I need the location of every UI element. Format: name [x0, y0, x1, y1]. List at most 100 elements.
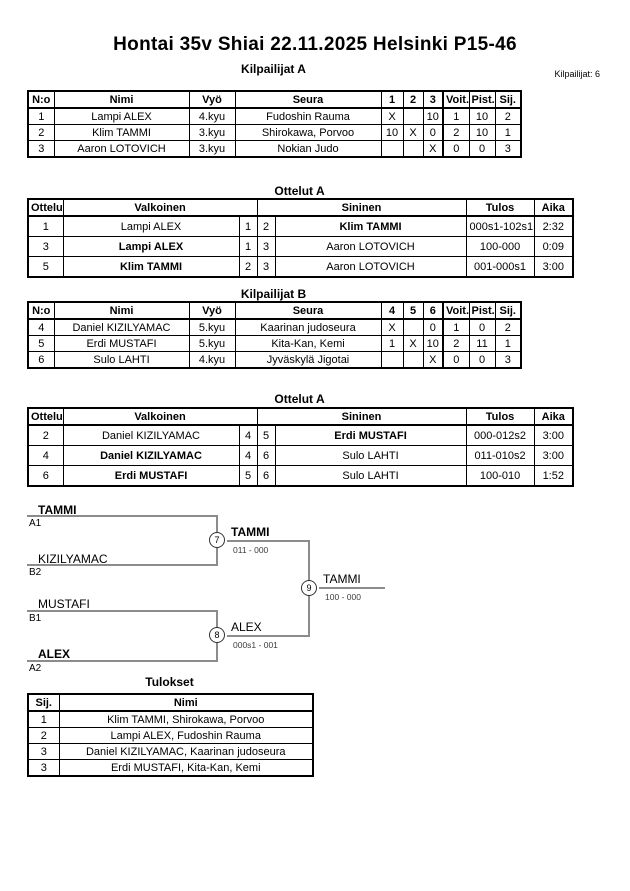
cell: 3.kyu	[188, 124, 236, 141]
cell: X	[422, 351, 444, 369]
bracket-line	[319, 587, 385, 589]
cell: 3	[494, 140, 522, 158]
competitors-count: Kilpailijat: 6	[554, 69, 600, 79]
cell: 10	[380, 124, 404, 141]
cell: Aaron LOTOVICH	[274, 236, 467, 257]
column-header: Sij.	[494, 301, 522, 320]
cell: Aaron LOTOVICH	[274, 256, 467, 278]
column-header: 6	[422, 301, 444, 320]
page-title: Hontai 35v Shiai 22.11.2025 Helsinki P15…	[113, 34, 517, 55]
column-header: Aika	[533, 198, 574, 217]
bracket-line	[227, 635, 310, 637]
cell: 4	[27, 318, 55, 336]
cell: 011-010s2	[465, 445, 535, 466]
bracket-slot-name: ALEX	[38, 647, 71, 661]
cell: Erdi MUSTAFI, Kita-Kan, Kemi	[58, 759, 314, 777]
column-header: N:o	[27, 301, 55, 320]
cell: 000-012s2	[465, 424, 535, 446]
cell: 10	[422, 107, 444, 125]
section-title-ottelut-b: Ottelut A	[274, 392, 325, 406]
column-header: Voit.	[442, 90, 470, 109]
cell: 10	[468, 107, 496, 125]
match-winner-name: ALEX	[231, 620, 262, 634]
bracket-line	[27, 660, 218, 662]
cell: Daniel KIZILYAMAC	[53, 318, 190, 336]
cell	[380, 140, 404, 158]
bracket-slot-tag: A2	[29, 663, 42, 674]
match-score: 011 - 000	[233, 545, 269, 555]
cell: 1	[238, 236, 258, 257]
cell: 5	[256, 424, 276, 446]
cell: 3	[27, 759, 60, 777]
cell: 0	[422, 318, 444, 336]
cell: 5.kyu	[188, 335, 236, 352]
column-header: 3	[422, 90, 444, 109]
bracket-slot-name: TAMMI	[38, 503, 77, 517]
cell: Erdi MUSTAFI	[53, 335, 190, 352]
cell: 100-000	[465, 236, 535, 257]
cell: X	[402, 335, 424, 352]
column-header: Valkoinen	[62, 407, 258, 426]
cell: Erdi MUSTAFI	[274, 424, 467, 446]
column-header: 4	[380, 301, 404, 320]
cell: 6	[27, 465, 64, 487]
cell: 4	[238, 445, 258, 466]
cell: 1	[494, 124, 522, 141]
column-header: Tulos	[465, 407, 535, 426]
column-header: Voit.	[442, 301, 470, 320]
cell: 0	[442, 351, 470, 369]
column-header: Sij.	[494, 90, 522, 109]
match-winner-name: TAMMI	[231, 525, 270, 539]
cell: 2:32	[533, 215, 574, 237]
bracket-line	[27, 610, 218, 612]
cell: 2	[27, 727, 60, 744]
column-header: Ottelu	[27, 198, 64, 217]
cell: X	[402, 124, 424, 141]
cell	[380, 351, 404, 369]
cell: 0	[468, 351, 496, 369]
cell: 2	[442, 335, 470, 352]
cell	[402, 351, 424, 369]
cell: 0:09	[533, 236, 574, 257]
cell: X	[422, 140, 444, 158]
cell: Lampi ALEX	[62, 215, 240, 237]
cell: 2	[238, 256, 258, 278]
cell: Aaron LOTOVICH	[53, 140, 190, 158]
cell: 2	[27, 124, 55, 141]
cell: 5	[27, 256, 64, 278]
cell: Sulo LAHTI	[274, 465, 467, 487]
bracket-line	[27, 564, 218, 566]
cell: Sulo LAHTI	[53, 351, 190, 369]
bracket-slot-tag: A1	[29, 518, 42, 529]
cell: 1	[442, 318, 470, 336]
bracket-slot-name: KIZILYAMAC	[38, 552, 108, 566]
cell: 1	[380, 335, 404, 352]
cell	[402, 140, 424, 158]
cell: 0	[422, 124, 444, 141]
cell: Klim TAMMI, Shirokawa, Porvoo	[58, 710, 314, 728]
column-header: Pist.	[468, 90, 496, 109]
cell: 6	[256, 445, 276, 466]
match-number-badge: 8	[209, 627, 225, 643]
cell: 0	[442, 140, 470, 158]
cell: 0	[468, 140, 496, 158]
bracket-slot-tag: B2	[29, 567, 42, 578]
cell: 2	[27, 424, 64, 446]
cell: Shirokawa, Porvoo	[234, 124, 382, 141]
column-header: Ottelu	[27, 407, 64, 426]
cell: 3	[27, 743, 60, 760]
